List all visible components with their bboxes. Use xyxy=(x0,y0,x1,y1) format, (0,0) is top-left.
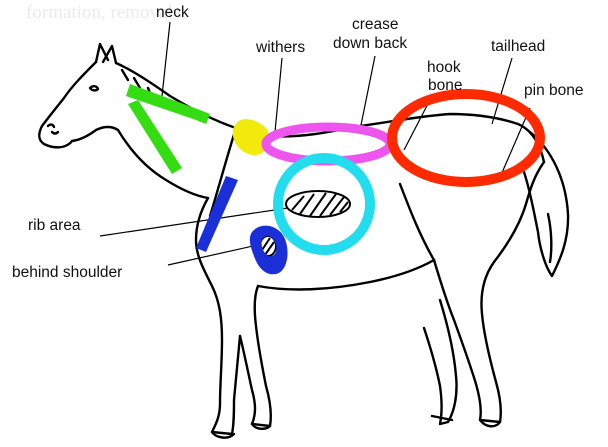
shoulder-bar-mark xyxy=(196,176,238,252)
label-hook-line1: hook xyxy=(427,59,461,77)
hook-pin-mark xyxy=(392,94,540,182)
crease-pointer xyxy=(360,56,375,130)
highlight-marks xyxy=(126,84,540,274)
behind-shoulder-pointer xyxy=(168,244,262,265)
rib-shading xyxy=(286,191,350,217)
label-pin-bone: pin bone xyxy=(524,82,583,100)
neck-pointer xyxy=(162,22,170,96)
label-rib-area: rib area xyxy=(28,217,81,235)
label-crease-line2: down back xyxy=(333,35,407,53)
label-crease-line1: crease xyxy=(352,16,399,34)
label-neck: neck xyxy=(156,4,189,22)
tailhead-pointer xyxy=(492,58,512,124)
withers-pointer xyxy=(275,58,282,132)
label-hook-line2: bone xyxy=(428,77,462,95)
label-behind-shoulder: behind shoulder xyxy=(12,264,122,282)
label-tailhead: tailhead xyxy=(491,38,545,56)
label-withers: withers xyxy=(256,39,305,57)
